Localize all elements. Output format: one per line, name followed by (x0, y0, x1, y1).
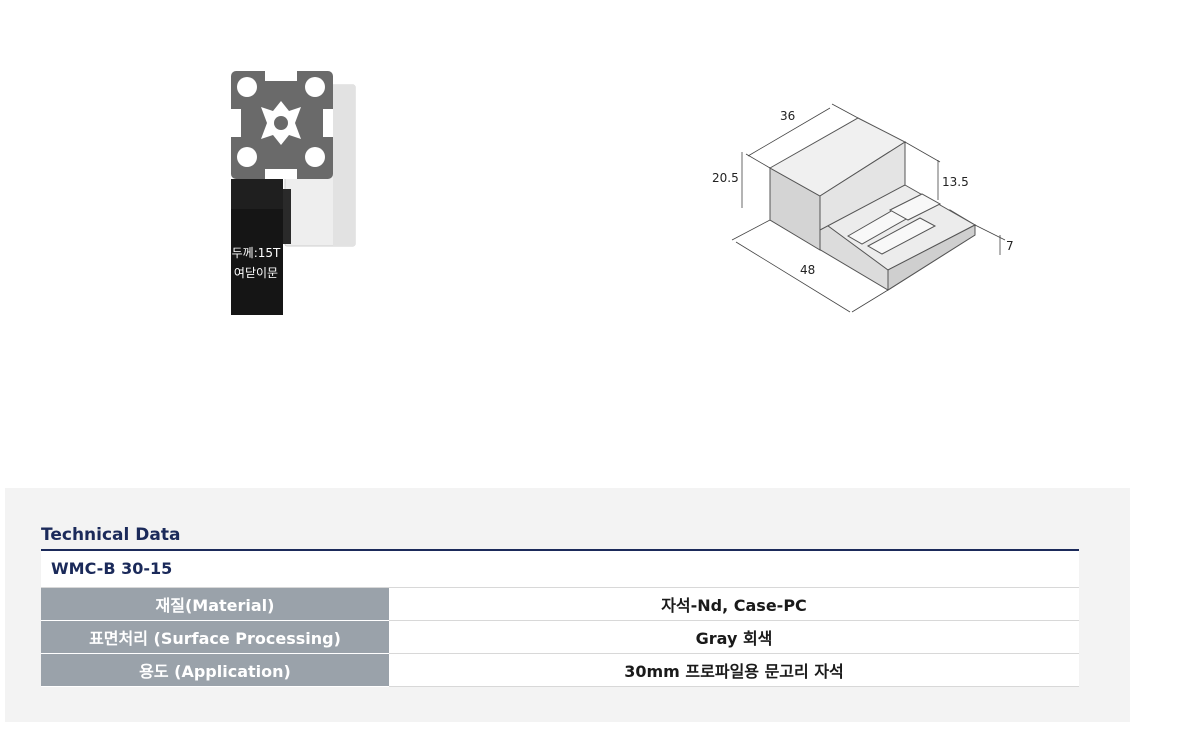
bracket-dimension-figure: 36 20.5 13.5 7 48 (700, 90, 1030, 325)
dimension-48: 48 (800, 263, 815, 277)
bracket-diagram: 36 20.5 13.5 7 48 (712, 103, 1014, 313)
dimension-36: 36 (780, 109, 795, 123)
table-row: 재질(Material) 자석-Nd, Case-PC (41, 588, 1079, 621)
spec-label: 표면처리 (Surface Processing) (41, 620, 389, 654)
model-row: WMC-B 30-15 (41, 551, 1079, 588)
thickness-label: 두께:15T (232, 246, 281, 260)
bracket-slot (888, 193, 942, 221)
spec-table: 재질(Material) 자석-Nd, Case-PC 표면처리 (Surfac… (41, 588, 1079, 687)
door-type-label: 여닫이문 (234, 266, 278, 280)
spec-value: 자석-Nd, Case-PC (389, 588, 1079, 621)
profile-hole (237, 147, 257, 167)
spec-value: Gray 회색 (389, 620, 1079, 654)
spec-label: 재질(Material) (41, 588, 389, 621)
profile-hole (305, 147, 325, 167)
model-name: WMC-B 30-15 (51, 559, 173, 578)
spec-label: 용도 (Application) (41, 653, 389, 687)
bracket-base-front (887, 224, 976, 291)
profile-slot (265, 71, 297, 81)
profile-hole (305, 77, 325, 97)
bracket-block-front (819, 141, 906, 231)
technical-data-heading: Technical Data (41, 525, 181, 545)
spec-value: 30mm 프로파일용 문고리 자석 (389, 653, 1079, 687)
technical-data-panel: Technical Data WMC-B 30-15 재질(Material) … (5, 488, 1130, 722)
profile-installation-figure: 두께:15T 여닫이문 (225, 65, 365, 320)
magnet-housing-side (283, 189, 291, 244)
profile-hole (237, 77, 257, 97)
bracket-slot (866, 217, 937, 255)
dimension-13-5: 13.5 (942, 175, 969, 189)
dimension-20-5: 20.5 (712, 171, 739, 185)
profile-slot (265, 169, 297, 179)
magnet-housing-top (231, 179, 283, 209)
heading-divider (41, 549, 1079, 551)
profile-slot (323, 109, 333, 137)
dimension-lines (731, 103, 1006, 313)
door-panel-edge (333, 85, 355, 246)
profile-diagram: 두께:15T 여닫이문 (231, 71, 356, 315)
table-row: 용도 (Application) 30mm 프로파일용 문고리 자석 (41, 653, 1079, 687)
profile-slot (231, 109, 241, 137)
dimension-7: 7 (1006, 239, 1014, 253)
table-row: 표면처리 (Surface Processing) Gray 회색 (41, 620, 1079, 654)
profile-core (274, 116, 288, 130)
